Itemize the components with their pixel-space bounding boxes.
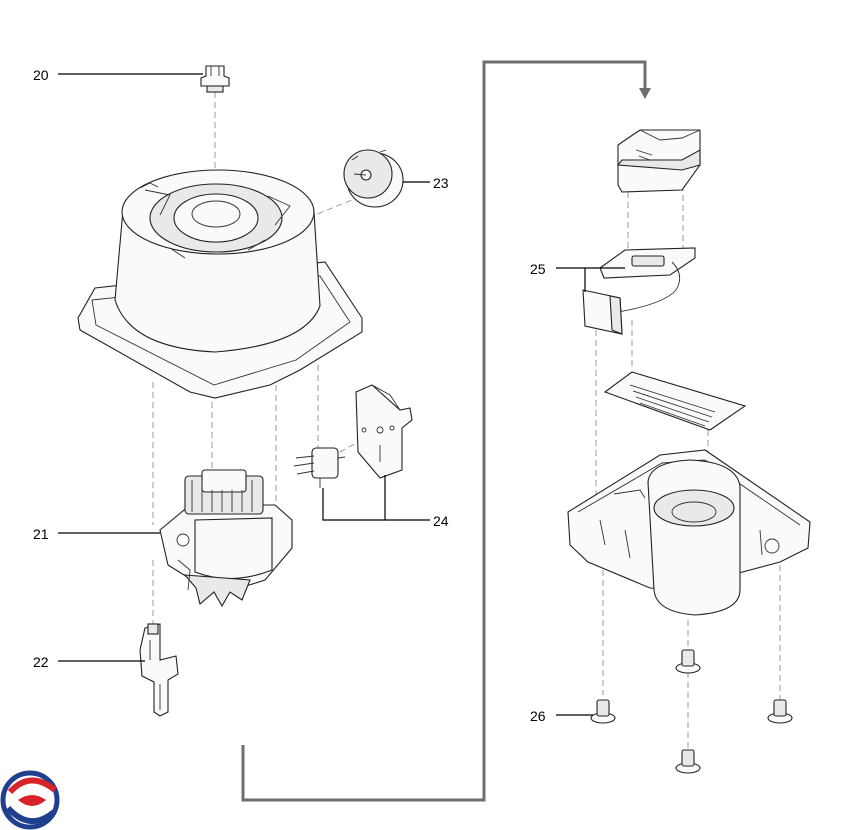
part-base-housing bbox=[567, 449, 811, 616]
arrow-down-icon bbox=[639, 88, 651, 99]
assembly-route bbox=[241, 60, 651, 802]
foot-left bbox=[590, 699, 616, 724]
foot-right bbox=[767, 699, 793, 724]
callout-20: 20 bbox=[33, 67, 49, 83]
part-20-coupler bbox=[200, 65, 230, 93]
part-grille-plate bbox=[603, 371, 747, 431]
part-24-bracket bbox=[355, 384, 413, 479]
part-25-switch-assembly bbox=[582, 247, 696, 335]
part-24-connector bbox=[293, 447, 346, 488]
part-26-feet bbox=[590, 649, 793, 774]
callout-25: 25 bbox=[530, 261, 546, 277]
part-23-cap bbox=[343, 149, 404, 208]
callout-26: 26 bbox=[530, 708, 546, 724]
part-22-brush-holder bbox=[139, 623, 179, 717]
main-housing bbox=[77, 169, 363, 399]
callout-22: 22 bbox=[33, 654, 49, 670]
callout-labels: 20 21 22 23 24 25 26 bbox=[33, 67, 546, 724]
callout-23: 23 bbox=[433, 175, 449, 191]
callout-21: 21 bbox=[33, 526, 49, 542]
alignment-lines bbox=[152, 92, 781, 748]
callout-24: 24 bbox=[433, 513, 449, 529]
foot-center-top bbox=[675, 649, 701, 674]
foot-center-bottom bbox=[675, 749, 701, 774]
leader-lines bbox=[58, 73, 625, 716]
part-top-cover bbox=[616, 129, 701, 193]
part-21-motor bbox=[159, 469, 293, 608]
brand-swirl-logo bbox=[0, 770, 60, 830]
